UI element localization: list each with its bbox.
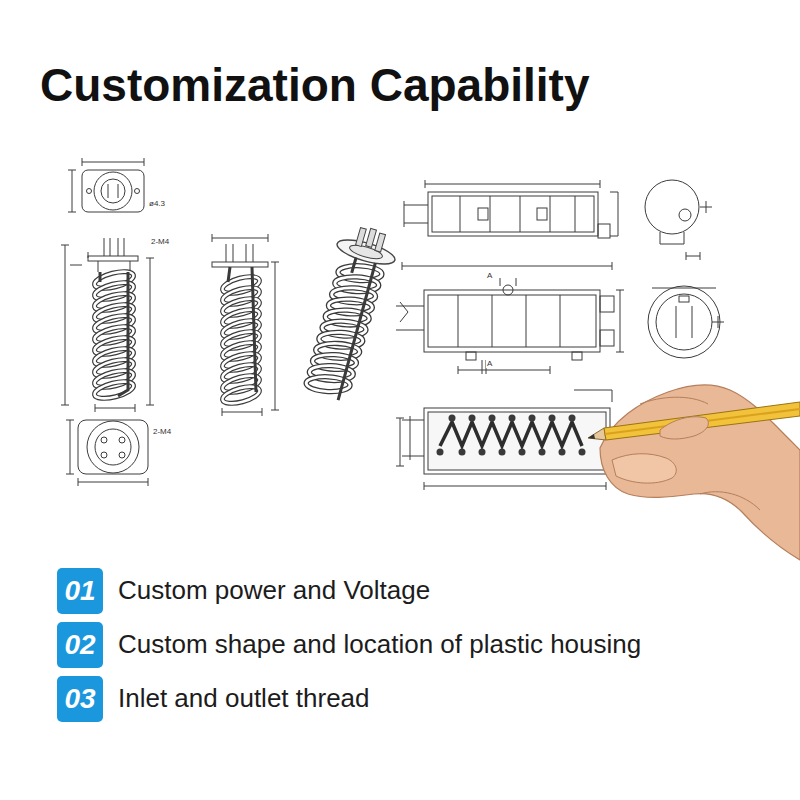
feature-text: Custom power and Voltage — [118, 576, 430, 606]
section-label: A — [486, 271, 493, 280]
number-badge: 02 — [57, 622, 103, 668]
dimension-label: ø4.3 — [148, 199, 166, 208]
number-badge: 01 — [57, 568, 103, 614]
thread-label: 2-M4 — [150, 237, 170, 246]
section-label: A — [486, 359, 493, 368]
badge-number: 01 — [57, 568, 103, 614]
feature-text: Inlet and outlet thread — [118, 684, 370, 714]
thread-label: 2-M4 — [152, 427, 172, 436]
page-title: Customization Capability — [40, 62, 589, 108]
badge-number: 02 — [57, 622, 103, 668]
badge-number: 03 — [57, 676, 103, 722]
feature-text: Custom shape and location of plastic hou… — [118, 630, 641, 660]
number-badge: 03 — [57, 676, 103, 722]
